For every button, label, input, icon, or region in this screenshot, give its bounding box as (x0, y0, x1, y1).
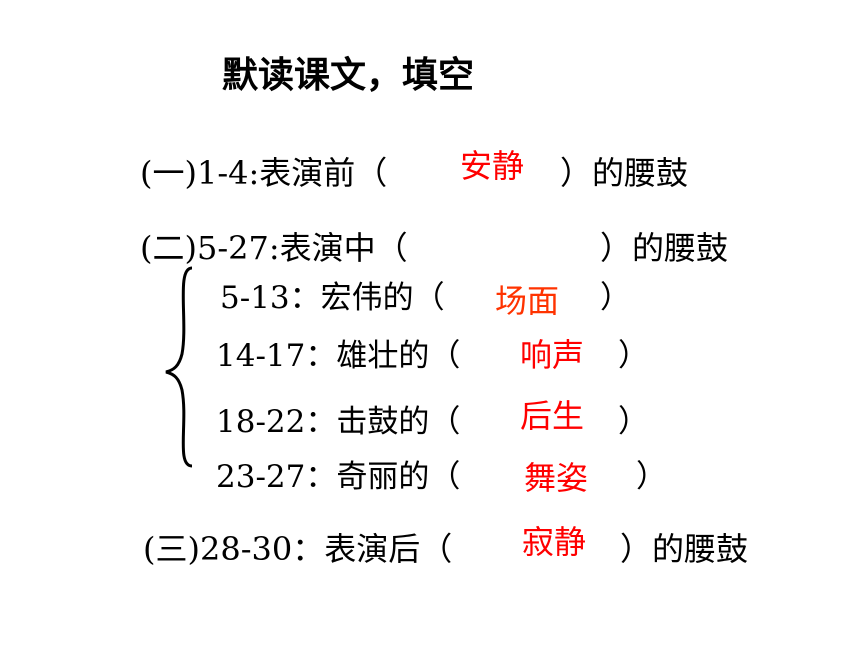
subitem-4-answer: 舞姿 (524, 459, 589, 497)
subitem-2-suffix: ） (618, 338, 649, 374)
section-1-answer: 安静 (460, 147, 525, 185)
section-1-suffix: ）的腰鼓 (560, 154, 689, 192)
subitem-4-suffix: ） (636, 459, 667, 495)
section-2-prefix: (二)5-27:表演中（ (140, 229, 408, 267)
section-3-suffix: ）的腰鼓 (620, 530, 749, 568)
section-3-prefix: (三)28-30：表演后（ (143, 530, 453, 568)
subitem-3-prefix: 18-22：击鼓的（ (216, 404, 461, 440)
subitem-2-answer: 响声 (520, 336, 585, 374)
subitem-2-prefix: 14-17：雄壮的（ (216, 338, 461, 374)
subitem-3-suffix: ） (618, 404, 649, 440)
subitem-4-prefix: 23-27：奇丽的（ (216, 459, 461, 495)
subitem-1-prefix: 5-13：宏伟的（ (220, 280, 445, 316)
subitem-1-answer: 场面 (495, 282, 560, 320)
page-title: 默读课文，填空 (222, 55, 475, 96)
curly-brace-icon (165, 266, 193, 468)
section-2-suffix: ）的腰鼓 (600, 229, 729, 267)
section-1-prefix: (一)1-4:表演前（ (140, 154, 388, 192)
subitem-1-suffix: ） (600, 280, 631, 316)
subitem-3-answer: 后生 (520, 397, 585, 435)
section-3-answer: 寂静 (522, 523, 587, 561)
